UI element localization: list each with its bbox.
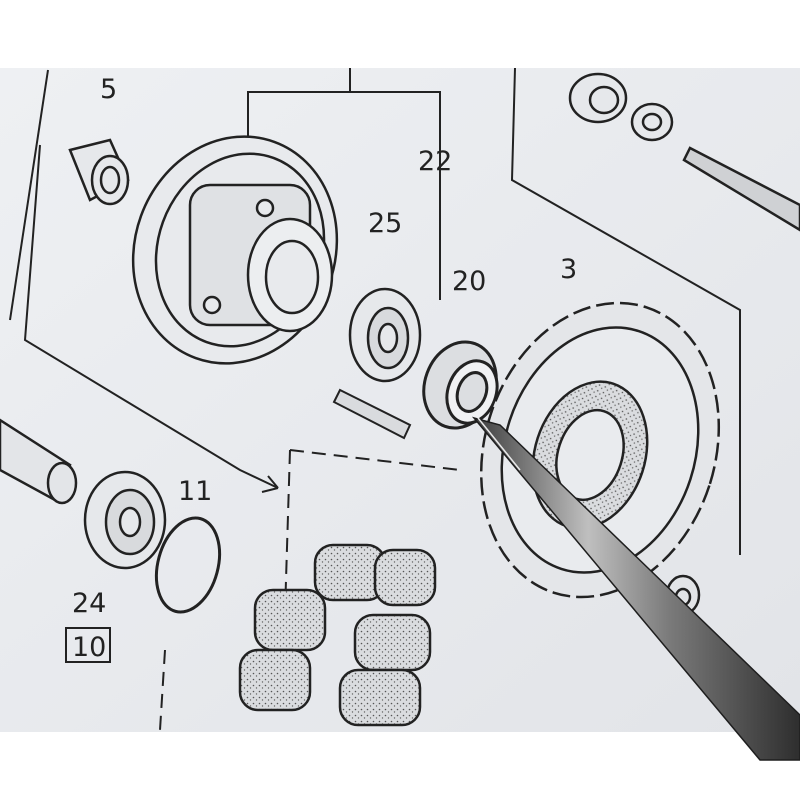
part-label-20: 20	[452, 266, 486, 297]
part-22-hub-flange	[131, 135, 339, 365]
top-right-parts	[568, 72, 800, 232]
part-label-22: 22	[418, 146, 452, 177]
part-25-bearing	[348, 287, 422, 383]
part-label-boxed-10: 10	[72, 632, 106, 663]
boxed-label-frame	[65, 627, 111, 663]
part-label-5: 5	[100, 74, 117, 105]
part-11-circlip	[154, 516, 222, 614]
leader-lines	[9, 67, 741, 731]
stud-bolt	[332, 388, 412, 440]
part-label-24: 24	[72, 588, 106, 619]
damper-rubbers	[238, 543, 437, 727]
axle-tube	[0, 418, 78, 505]
part-20-oil-seal	[422, 340, 499, 430]
tweezer-tool	[471, 416, 800, 761]
part-label-3: 3	[560, 254, 577, 285]
part-label-11: 11	[178, 476, 212, 507]
part-5-bushing	[68, 138, 130, 206]
part-24-bearing	[83, 470, 167, 570]
part-label-25: 25	[368, 208, 402, 239]
